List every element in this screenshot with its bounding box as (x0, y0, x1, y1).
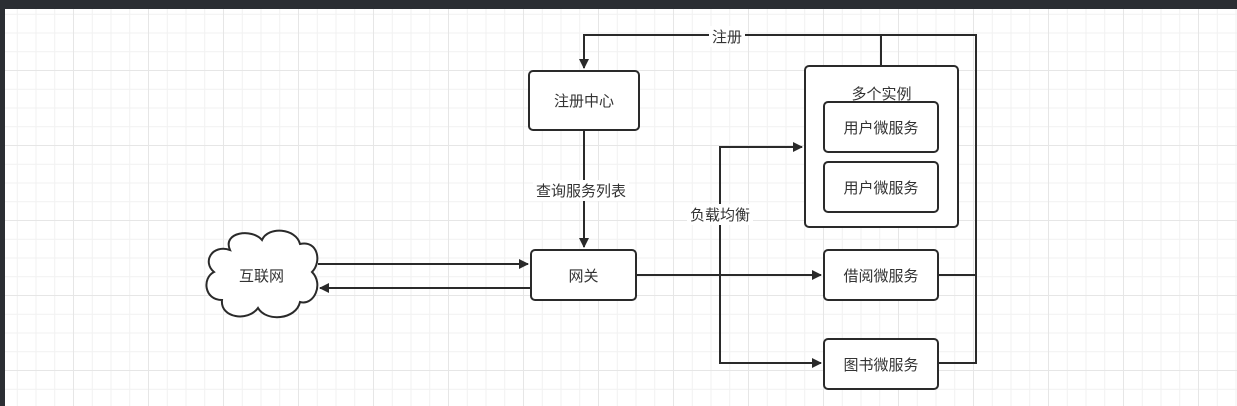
borrow-service-node[interactable]: 借阅微服务 (823, 249, 939, 301)
register-edge-label: 注册 (709, 26, 746, 47)
edge-gateway-to-instances (719, 142, 803, 275)
internet-cloud-shape[interactable] (205, 229, 319, 319)
gateway-label: 网关 (568, 266, 599, 285)
registry-node[interactable]: 注册中心 (528, 70, 640, 131)
user-service-label-1: 用户微服务 (843, 118, 919, 137)
instances-group-label: 多个实例 (851, 85, 912, 103)
query-service-list-edge-label: 查询服务列表 (533, 180, 630, 201)
user-service-node-1[interactable]: 用户微服务 (823, 101, 939, 153)
user-service-node-2[interactable]: 用户微服务 (823, 161, 939, 213)
internet-label: 互联网 (239, 267, 285, 285)
borrow-service-label: 借阅微服务 (843, 266, 919, 285)
edge-register-bus (579, 34, 977, 364)
user-service-label-2: 用户微服务 (843, 178, 919, 197)
load-balance-edge-label: 负载均衡 (687, 204, 754, 225)
book-service-label: 图书微服务 (843, 355, 919, 374)
book-service-node[interactable]: 图书微服务 (823, 338, 939, 390)
gateway-node[interactable]: 网关 (530, 249, 637, 301)
edge-gateway-to-book (719, 275, 822, 368)
registry-label: 注册中心 (553, 92, 614, 110)
